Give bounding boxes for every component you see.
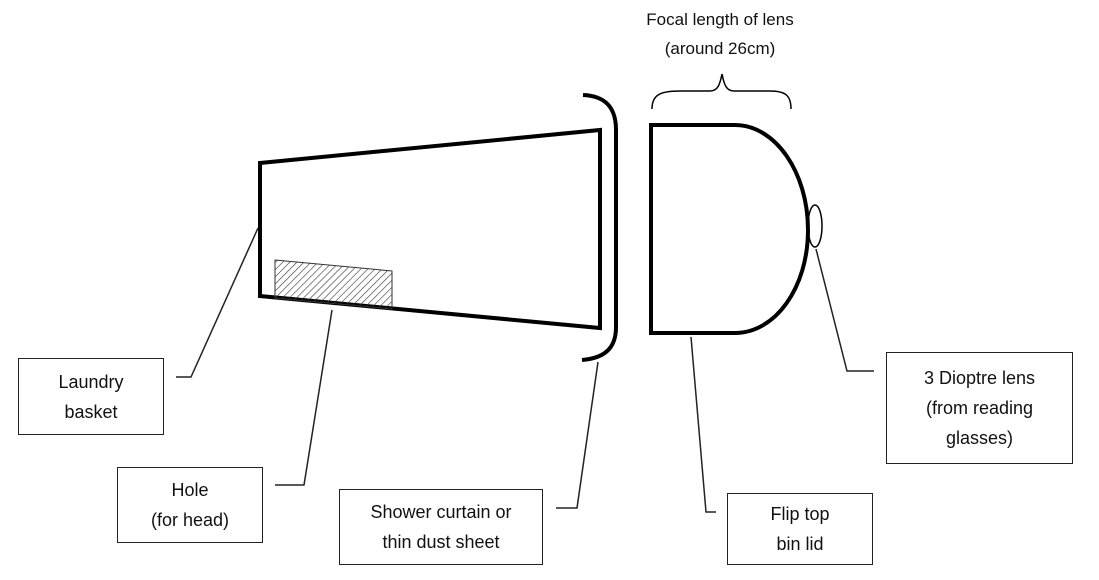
- lens-label: 3 Dioptre lens (from reading glasses): [886, 352, 1073, 464]
- hole-leader: [275, 309, 333, 486]
- laundry-basket-label: Laundry basket: [18, 358, 164, 435]
- bin-lid-line2: bin lid: [776, 534, 824, 554]
- shower-curtain-line2: thin dust sheet: [382, 532, 500, 552]
- shower-curtain-label: Shower curtain or thin dust sheet: [339, 489, 543, 565]
- shower-curtain-leader: [556, 361, 599, 509]
- hole-label: Hole (for head): [117, 467, 263, 543]
- lens-line1: 3 Dioptre lens: [923, 368, 1036, 388]
- head-hole-shape: [274, 259, 393, 310]
- laundry-basket-leader: [176, 227, 259, 378]
- focal-length-line2: (around 26cm): [664, 39, 776, 58]
- laundry-basket-line2: basket: [64, 401, 118, 422]
- lens-line2: (from reading: [925, 398, 1034, 418]
- shower-curtain-shape: [581, 93, 618, 362]
- focal-length-label: Focal length of lens (around 26cm): [610, 5, 830, 63]
- bin-lid-label: Flip top bin lid: [727, 493, 873, 565]
- hole-line1: Hole: [171, 480, 209, 500]
- laundry-basket-shape: [258, 127, 602, 331]
- lens-leader: [815, 248, 874, 372]
- hole-line2: (for head): [150, 510, 230, 530]
- bin-lid-shape: [649, 123, 811, 335]
- focal-length-line1: Focal length of lens: [646, 10, 794, 29]
- focal-length-brace: [651, 73, 792, 110]
- lens-line3: glasses): [945, 428, 1014, 448]
- bin-lid-leader: [690, 336, 716, 513]
- shower-curtain-line1: Shower curtain or: [370, 502, 512, 522]
- bin-lid-line1: Flip top: [770, 504, 830, 524]
- laundry-basket-line1: Laundry: [58, 371, 124, 392]
- lens-shape: [807, 204, 823, 248]
